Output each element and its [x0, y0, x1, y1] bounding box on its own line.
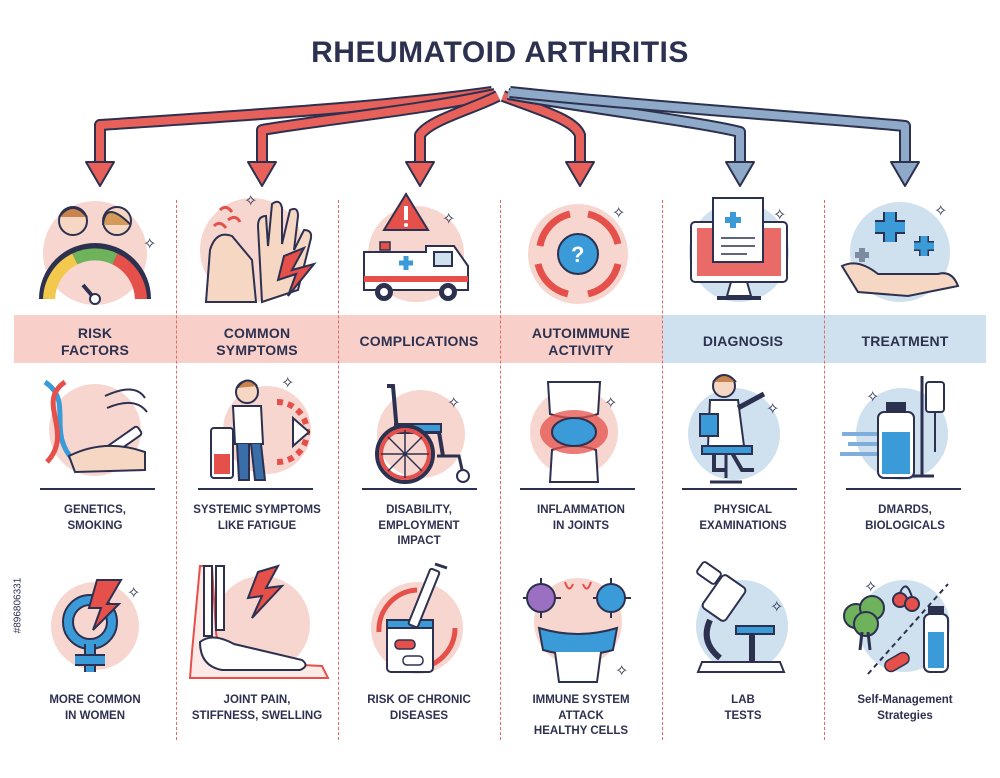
painful-hand-foot-icon: ✧ — [192, 190, 322, 305]
cycle-question-icon: ? ✧ — [520, 196, 640, 306]
stock-id-text: #896806331 — [12, 577, 24, 634]
baseline-rule — [40, 488, 155, 490]
baseline-rule — [362, 488, 477, 490]
svg-text:✧: ✧ — [934, 201, 947, 220]
svg-text:✧: ✧ — [447, 393, 460, 412]
ankle-bone-icon — [182, 562, 332, 682]
svg-text:✧: ✧ — [866, 387, 879, 406]
hand-medical-cross-icon: ✧ — [838, 194, 968, 306]
svg-text:?: ? — [571, 242, 584, 267]
monitor-document-icon: ✧ — [677, 192, 807, 307]
baseline-rule — [198, 488, 313, 490]
arrowhead-risk-factors — [85, 161, 115, 187]
baseline-rule — [846, 488, 961, 490]
category-label-treatment: TREATMENT — [861, 333, 949, 349]
column-divider — [662, 200, 663, 740]
svg-text:✧: ✧ — [442, 209, 455, 228]
wheelchair-icon: ✧ — [359, 378, 479, 488]
ambulance-warning-icon: ✧ — [354, 190, 484, 305]
svg-text:✧: ✧ — [615, 661, 628, 680]
baseline-rule — [520, 488, 635, 490]
column-divider — [176, 200, 177, 740]
arrow-treatment — [509, 86, 911, 165]
svg-text:✧: ✧ — [770, 597, 783, 616]
svg-text:✧: ✧ — [244, 191, 257, 210]
svg-text:✧: ✧ — [281, 373, 294, 392]
caption-joint-pain: JOINT PAIN,STIFFNESS, SWELLING — [191, 694, 323, 722]
svg-text:✧: ✧ — [766, 399, 779, 418]
arrowhead-common-symptoms — [247, 161, 277, 187]
caption-genetics-smoking: GENETICS,SMOKING — [64, 504, 126, 532]
syringe-pills-icon — [359, 562, 479, 680]
microscope-icon: ✧ — [680, 561, 800, 680]
healthy-food-icon: ✧ — [838, 570, 968, 682]
virus-attack-icon: ✧ — [513, 570, 643, 685]
svg-text:✧: ✧ — [773, 205, 786, 224]
category-label-complications: COMPLICATIONS — [359, 333, 479, 349]
category-label-diagnosis: DIAGNOSIS — [702, 333, 784, 349]
fatigue-person-icon: ✧ — [197, 372, 317, 487]
column-divider — [500, 200, 501, 740]
svg-text:✧: ✧ — [612, 203, 625, 222]
column-divider — [338, 200, 339, 740]
gauge-with-people-icon: ✧ — [35, 195, 156, 305]
diagram-title: RHEUMATOID ARTHRITIS — [311, 36, 689, 69]
iv-bottle-icon: ✧ — [838, 372, 968, 490]
arrowhead-diagnosis — [725, 161, 755, 187]
dna-cigarette-icon — [35, 372, 155, 482]
arrowhead-treatment — [890, 161, 920, 187]
baseline-rule — [682, 488, 797, 490]
svg-text:✧: ✧ — [143, 234, 156, 253]
doctor-icon: ✧ — [680, 370, 800, 488]
branch-arrows — [85, 86, 920, 187]
svg-text:✧: ✧ — [864, 577, 877, 596]
arrow-common-symptoms — [256, 88, 497, 165]
caption-dmards: DMARDS,BIOLOGICALS — [865, 504, 945, 532]
arrow-complications — [414, 90, 501, 165]
arrowhead-autoimmune-activity — [565, 161, 595, 187]
svg-text:✧: ✧ — [127, 583, 140, 602]
inflamed-joint-icon: ✧ — [518, 378, 638, 488]
gender-symbol-icon: ✧ — [35, 574, 155, 684]
svg-text:✧: ✧ — [604, 393, 617, 412]
arrowhead-complications — [405, 161, 435, 187]
column-divider — [824, 200, 825, 740]
